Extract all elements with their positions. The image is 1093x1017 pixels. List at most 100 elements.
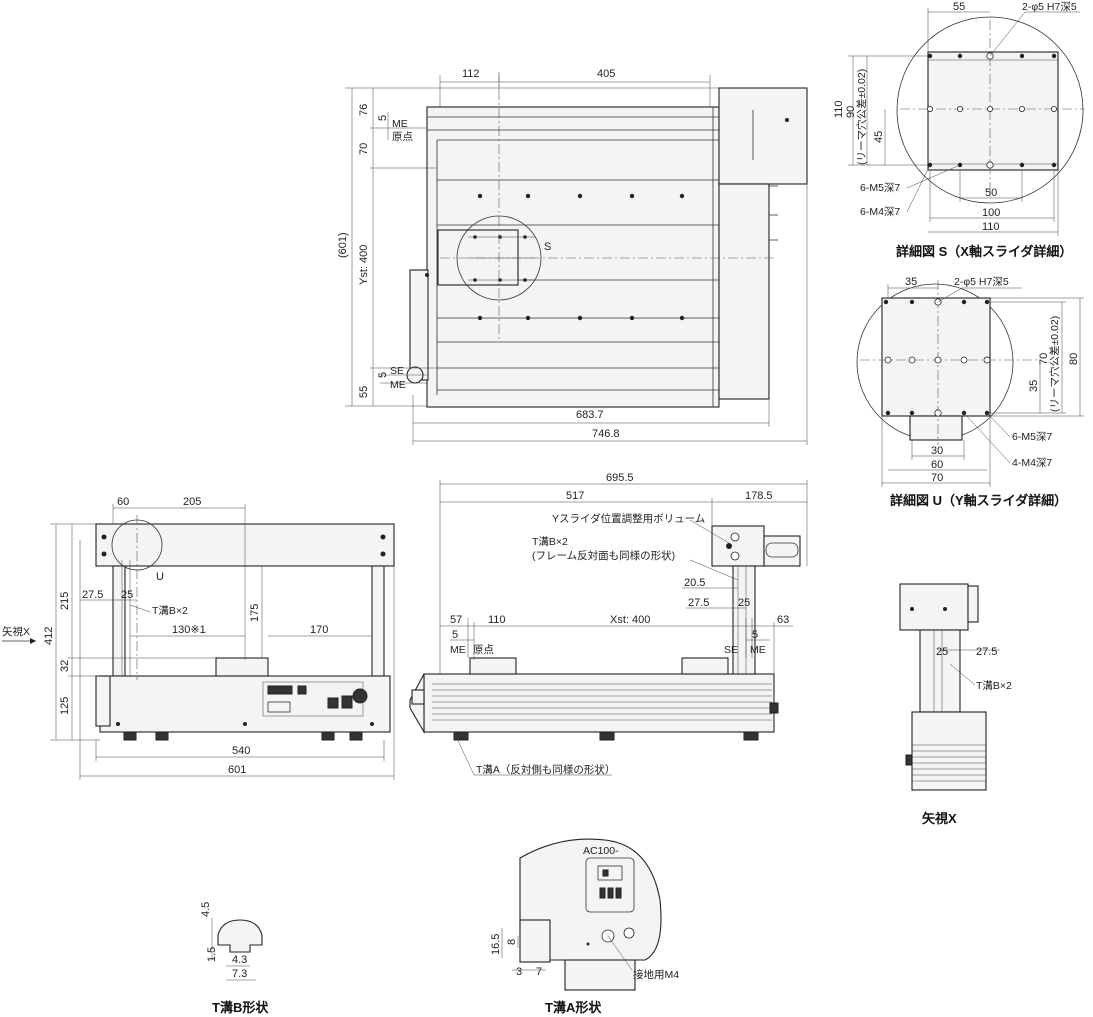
dim-5b: 5 (377, 372, 389, 378)
tslot-b-shape: 4.5 1.5 4.3 7.3 T溝B形状 (200, 902, 269, 1015)
top-dimensions: 112 405 (439, 68, 711, 107)
front-view: U 60 205 412 215 32 125 27.5 25 T溝B×2 (2, 496, 395, 780)
dim-76: 76 (358, 104, 370, 116)
mounting-holes (425, 193, 685, 321)
dim-s-110h: 110 (982, 221, 1000, 233)
tolerance-u: (リーマ穴公差±0.02) (1048, 316, 1061, 412)
dim-side-517: 517 (566, 490, 584, 502)
dim-70: 70 (358, 143, 370, 155)
side-view: 695.5 517 178.5 57 110 Xst: 400 63 5 5 M… (409, 472, 808, 776)
dim-s-45: 45 (873, 131, 885, 143)
dim-front-215: 215 (59, 592, 71, 610)
dim-ystroke: Yst: 400 (358, 245, 370, 285)
dim-s-110v: 110 (833, 100, 845, 118)
dim-front-412: 412 (43, 627, 55, 645)
dim-front-601: 601 (228, 764, 246, 776)
dim-tslotb-73: 7.3 (232, 968, 247, 980)
hole-spec-s: 2-φ5 H7深5 (1022, 1, 1077, 13)
dim-side-695: 695.5 (606, 472, 634, 484)
dim-s-90: 90 (845, 106, 857, 118)
dim-683: 683.7 (576, 409, 604, 421)
tslot-b-side: T溝B×2 (532, 535, 568, 548)
dim-front-125: 125 (59, 697, 71, 715)
m4-spec-s: 6-M4深7 (860, 206, 900, 218)
dim-746: 746.8 (592, 428, 620, 440)
dim-s-50: 50 (985, 187, 997, 199)
dim-front-32: 32 (59, 660, 71, 672)
dim-tslotb-43: 4.3 (232, 954, 247, 966)
dim-u-70h: 70 (931, 472, 943, 484)
view-x-column (919, 629, 961, 713)
dim-front-540: 540 (232, 745, 250, 757)
detail-s-view: 55 2-φ5 H7深5 110 90 (リーマ穴公差±0.02) 45 50 … (833, 1, 1085, 259)
dim-side-63: 63 (777, 614, 789, 626)
dim-tslota-165: 16.5 (490, 934, 502, 955)
tslot-viewx: T溝B×2 (976, 679, 1012, 692)
m5-spec-s: 6-M5深7 (860, 182, 900, 194)
dim-u-70v: 70 (1038, 353, 1050, 365)
caption-detail-u: 詳細図 U（Y軸スライダ詳細） (890, 493, 1067, 508)
hole-spec-u: 2-φ5 H7深5 (954, 276, 1009, 288)
detail-s-mark: S (544, 241, 551, 253)
y-motor-housing (718, 87, 808, 185)
dim-s-55: 55 (953, 1, 965, 13)
ac-inlet (585, 857, 635, 913)
caption-view-x: 矢視X (922, 811, 957, 826)
rails (427, 107, 719, 407)
volume-label: Yスライダ位置調整用ボリューム (552, 512, 705, 525)
dim-side-110: 110 (488, 614, 506, 626)
dim-front-205: 205 (183, 496, 201, 508)
label-me-2: ME (390, 379, 406, 391)
dim-front-170: 170 (310, 624, 328, 636)
label-me-1: ME (392, 118, 408, 130)
left-pillar (112, 565, 126, 677)
slider-block (215, 657, 269, 677)
x-slider-detail (927, 51, 1059, 171)
dim-side-20: 20.5 (684, 577, 705, 589)
dim-405: 405 (597, 68, 615, 80)
dim-u-35v: 35 (1028, 380, 1040, 392)
tslot-b-profile (217, 919, 263, 953)
dim-front-130: 130※1 (172, 624, 206, 636)
dim-tslotb-45: 4.5 (200, 902, 212, 917)
ac-label: AC100- (583, 845, 619, 857)
dim-side-25: 25 (738, 597, 750, 609)
detail-s-outline (896, 16, 1084, 204)
right-pillar (371, 565, 385, 677)
bottom-dimensions: 683.7 746.8 (412, 184, 808, 445)
dim-viewx-27: 27.5 (976, 646, 997, 658)
tolerance-s: (リーマ穴公差±0.02) (855, 69, 868, 165)
view-x-arrow-label: 矢視X (2, 625, 30, 638)
detail-u-mark: U (156, 571, 164, 583)
dim-112: 112 (462, 68, 480, 80)
m5-spec-u: 6-M5深7 (1012, 431, 1052, 443)
dim-55: 55 (358, 386, 370, 398)
view-x: 25 27.5 T溝B×2 矢視X (899, 583, 1012, 826)
dim-front-175: 175 (249, 604, 261, 622)
side-slider (469, 657, 517, 675)
dim-viewx-25: 25 (936, 646, 948, 658)
cable-duct (409, 269, 429, 381)
tslot-b-side-note: (フレーム反対面も同様の形状) (532, 549, 675, 562)
view-x-motor (899, 583, 969, 631)
dim-s-100: 100 (982, 207, 1000, 219)
dim-u-30: 30 (931, 445, 943, 457)
dim-u-60: 60 (931, 459, 943, 471)
y-slider-foot (909, 415, 963, 441)
tslot-a-shape: AC100- 接地用M4 16.5 8 3 7 T溝A形状 (490, 838, 679, 1015)
y-slider-detail (881, 297, 991, 417)
label-se-1: SE (390, 365, 404, 377)
dim-front-60: 60 (117, 496, 129, 508)
m4-spec-u: 4-M4深7 (1012, 457, 1052, 469)
power-switch (597, 865, 623, 881)
dim-front-25: 25 (121, 589, 133, 601)
tslot-b-front: T溝B×2 (152, 604, 188, 617)
dim-tslota-8: 8 (506, 939, 518, 945)
dim-side-178: 178.5 (745, 490, 773, 502)
dim-side-5b: 5 (752, 629, 758, 641)
side-dimensions: 695.5 517 178.5 57 110 Xst: 400 63 5 5 M… (439, 472, 808, 676)
caption-detail-s: 詳細図 S（X軸スライダ詳細） (896, 244, 1072, 259)
label-origin-1: 原点 (392, 131, 413, 143)
dim-u-80: 80 (1068, 353, 1080, 365)
